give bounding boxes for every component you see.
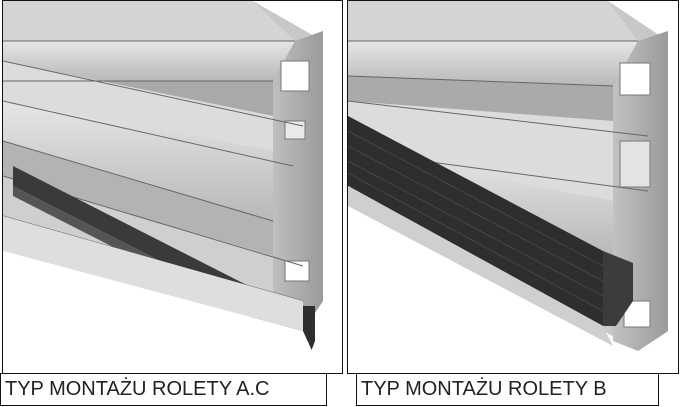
end-face	[273, 31, 323, 331]
profile-drawing-b	[348, 1, 668, 373]
profile-drawing-a	[3, 1, 323, 373]
middle-rib	[348, 101, 648, 201]
profile-illustration-b	[347, 0, 679, 374]
upper-groove	[348, 41, 638, 86]
upper-groove	[3, 41, 295, 81]
middle-rib	[3, 61, 303, 156]
brush-seal-block	[348, 116, 603, 326]
profile-illustration-a	[2, 0, 343, 374]
brush-tip	[603, 251, 633, 326]
caption-mount-type-ac: TYP MONTAŻU ROLETY A.C	[0, 373, 327, 406]
caption-mount-type-b: TYP MONTAŻU ROLETY B	[356, 373, 659, 406]
